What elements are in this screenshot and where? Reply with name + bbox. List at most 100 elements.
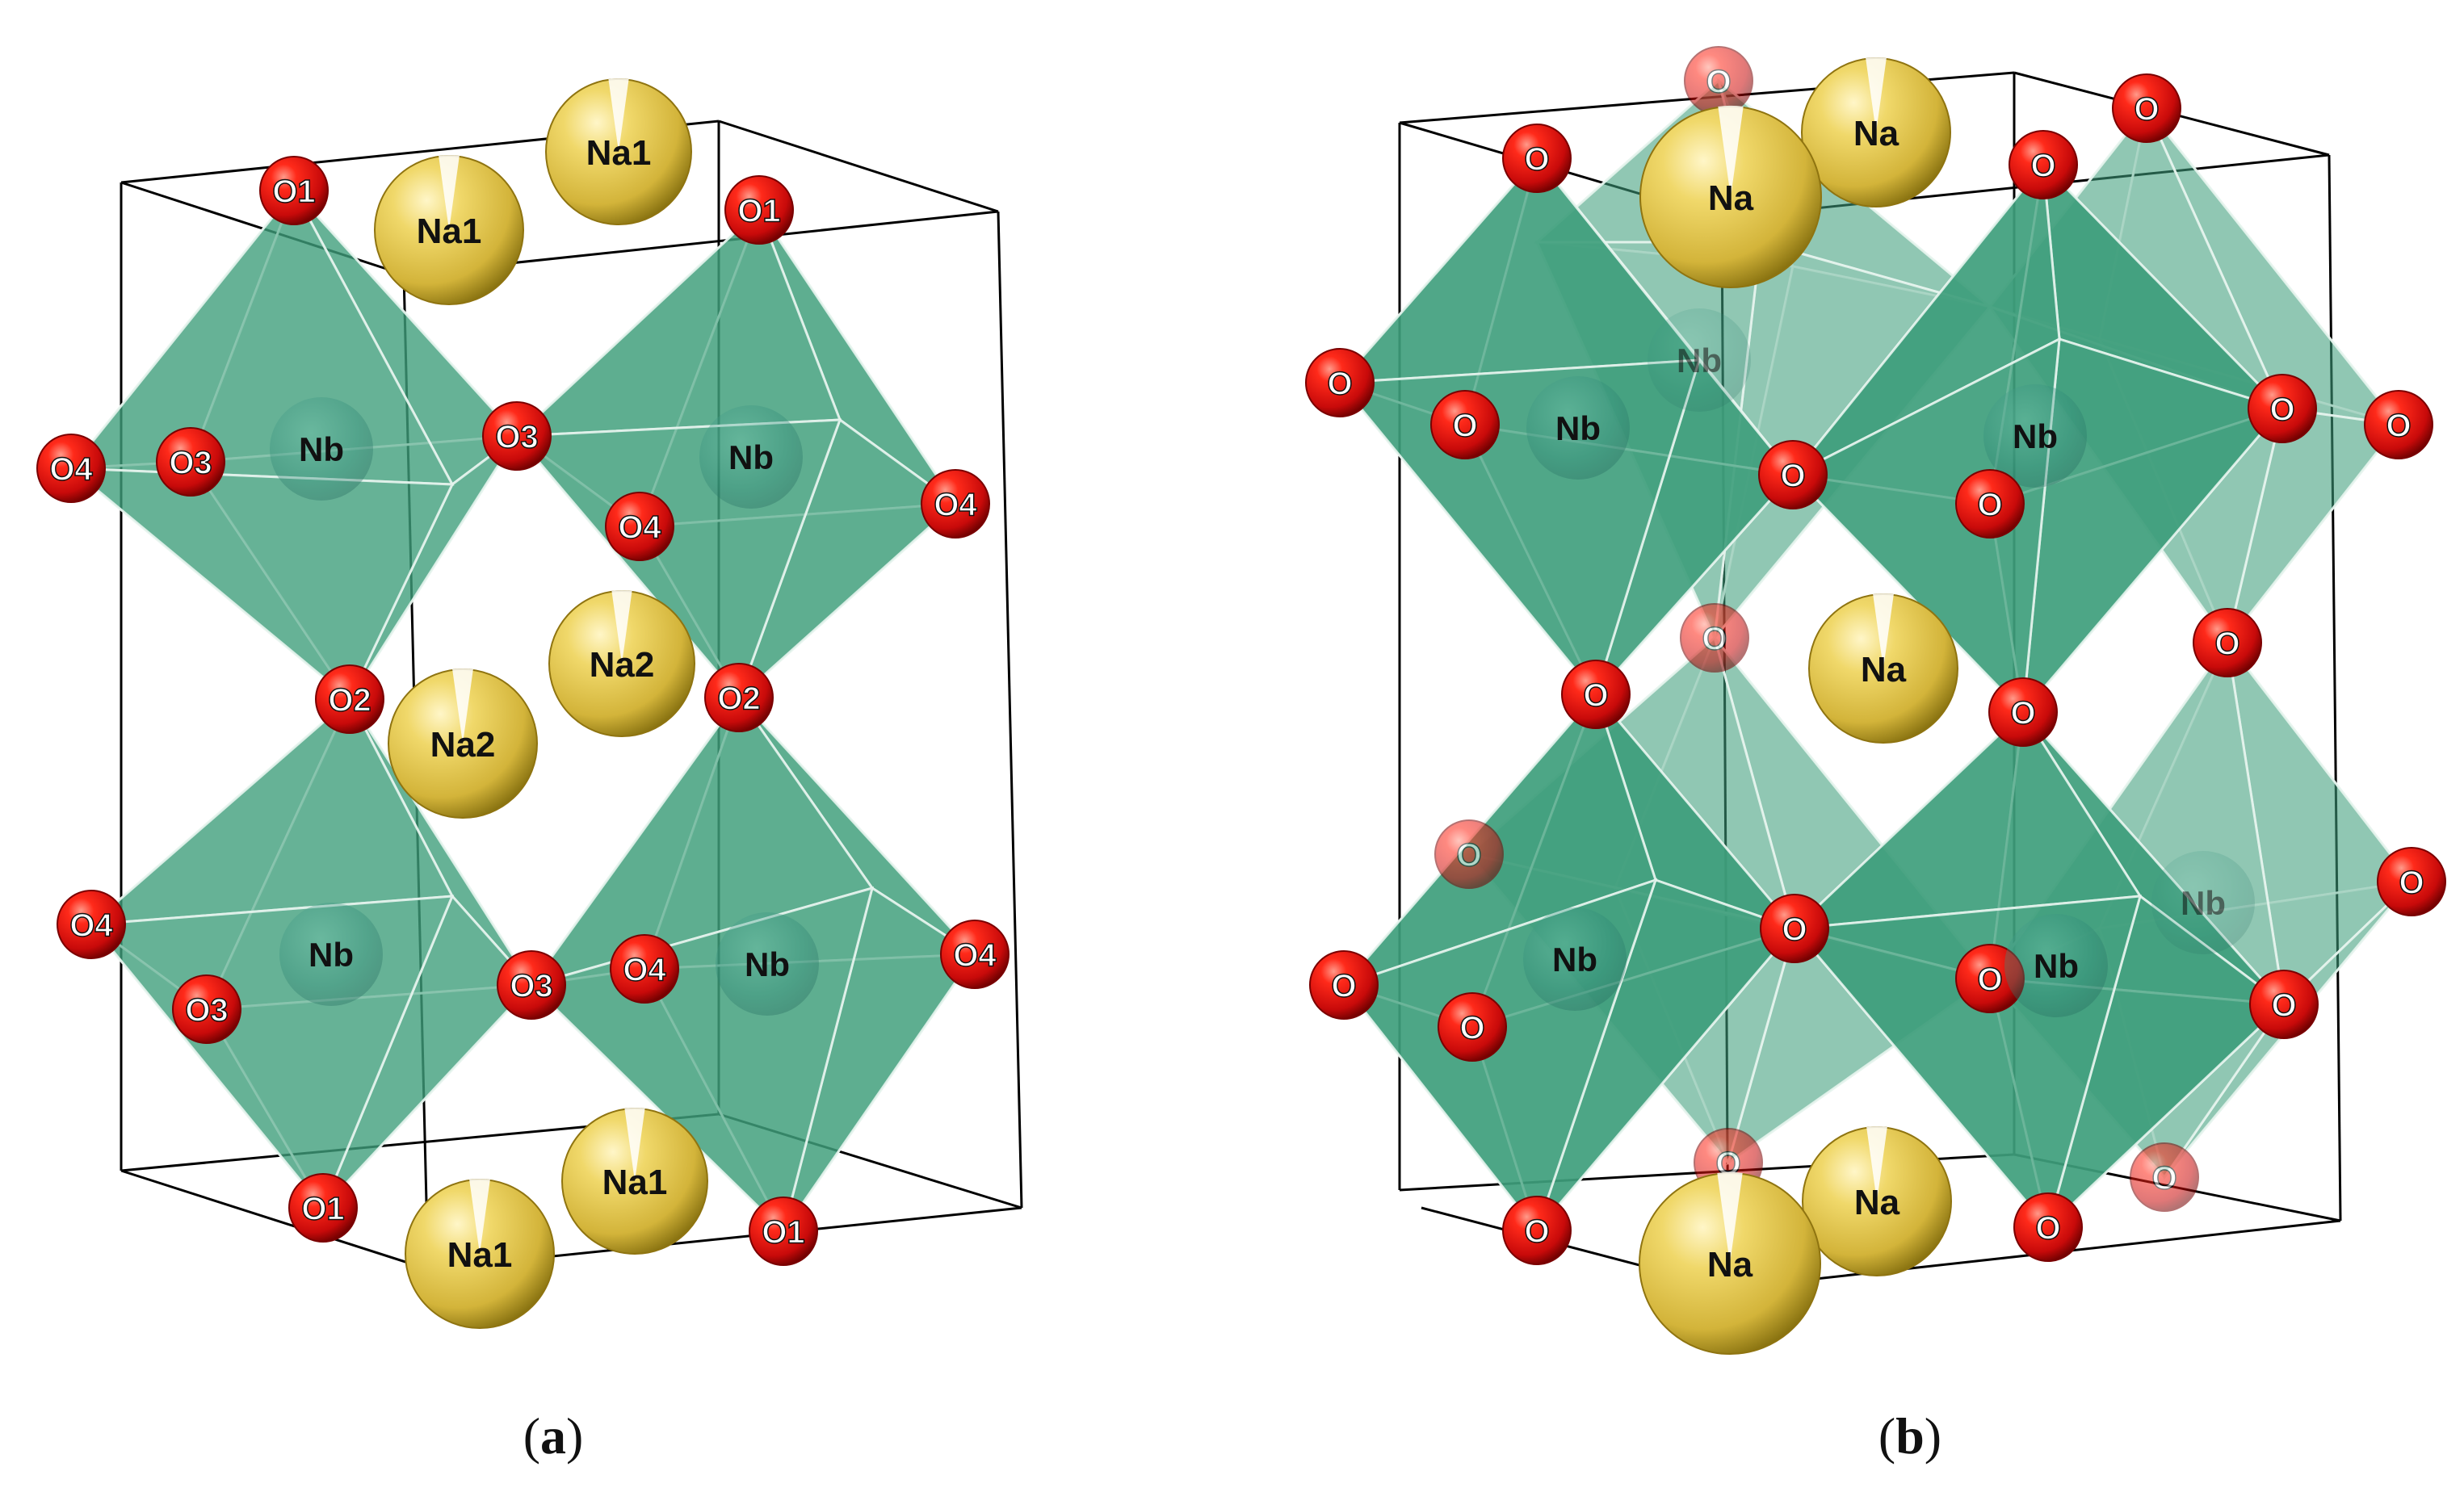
atom-b-na-top-back: Na: [1801, 57, 1951, 207]
atom-label: O: [2269, 392, 2294, 427]
atom-label: O: [1524, 1213, 1549, 1249]
atom-label: O: [1706, 64, 1731, 99]
atom-label: Nb: [299, 430, 344, 468]
atom-label: O: [1583, 677, 1608, 713]
sodium-highlight-wedge: [1866, 1126, 1887, 1201]
atom-a-o3-left-lower: O3: [172, 974, 241, 1044]
atom-b-o-bottom-right: O: [2013, 1192, 2083, 1262]
atom-b-nb-right-upper: Nb: [1983, 384, 2087, 488]
oxygen-sphere: [1680, 603, 1749, 673]
atom-label: O: [1780, 458, 1805, 493]
octahedron-left-lower: [87, 696, 535, 1210]
atom-a-na2-back: Na2: [548, 590, 695, 737]
oxygen-sphere: [2130, 1142, 2199, 1212]
atom-a-o4-left-lower: O4: [57, 890, 126, 959]
atom-b-o-left-upper: O: [1430, 390, 1500, 459]
atom-b-nb-left-lower: Nb: [1523, 907, 1627, 1011]
atom-label: Na: [1854, 1183, 1900, 1222]
caption-open-paren: (: [1878, 1407, 1895, 1465]
oxygen-sphere: [724, 175, 794, 245]
oxygen-sphere: [172, 974, 241, 1044]
atom-a-na1-bottom-front: Na1: [405, 1179, 555, 1329]
atom-b-o-center-upper: O: [1758, 440, 1828, 509]
atom-label: O: [1702, 621, 1727, 656]
atom-label: Nb: [1555, 409, 1601, 447]
atom-a-o1-bottom-left: O1: [288, 1173, 358, 1243]
atom-label: Nb: [1677, 342, 1722, 379]
atom-a-o4-left-upper: O4: [36, 434, 106, 503]
oxygen-sphere: [315, 664, 384, 734]
atom-label: Na2: [430, 725, 496, 765]
atom-a-o2-right: O2: [704, 663, 774, 732]
atom-a-o3-mid-upper: O3: [482, 401, 552, 471]
sodium-highlight-wedge: [624, 1108, 645, 1181]
atom-b-o-top-left: O: [1502, 124, 1572, 193]
oxygen-sphere: [921, 469, 990, 539]
octahedron-left-upper-face-bottom-3: [1337, 358, 1702, 698]
atom-label: O: [2035, 1210, 2060, 1246]
atom-a-o3-left-upper: O3: [156, 427, 225, 497]
atom-label: O: [2151, 1160, 2176, 1196]
oxygen-sphere: [2013, 1192, 2083, 1262]
atom-b-o-right-lower: O: [2249, 970, 2319, 1039]
atom-label: O: [2386, 408, 2411, 443]
nbo6-octahedra: [1336, 77, 2415, 1234]
octahedron-left-upper-face-bottom-3: [67, 467, 455, 702]
oxygen-sphere: [1758, 440, 1828, 509]
atom-a-o3-mid-lower: O3: [497, 950, 566, 1020]
atom-label: O1: [272, 174, 315, 209]
atom-label: O: [2271, 987, 2296, 1023]
atom-b-o-left-back-lower: O: [1434, 819, 1504, 889]
oxygen-sphere: [497, 950, 566, 1020]
atom-b-o-left-front-lower: O: [1438, 992, 1507, 1062]
atom-b-nb-back-upper: Nb: [1648, 308, 1751, 412]
octahedron-right-upper: [513, 207, 959, 700]
atom-b-o-center-right-upper: O: [1955, 469, 2025, 539]
cell-edge: [997, 211, 1023, 1209]
oxygen-sphere: [2249, 970, 2319, 1039]
atom-a-nb-left-lower: Nb: [279, 903, 383, 1006]
atom-b-o-far-right-upper: O: [2364, 390, 2433, 459]
atom-a-o1-top-left: O1: [259, 156, 329, 225]
niobium-sphere: [1983, 384, 2087, 488]
atom-label: O: [1452, 408, 1477, 443]
oxygen-sphere: [1988, 677, 2058, 747]
octahedron-right-upper-face-top-3: [513, 207, 842, 438]
atom-b-o-mid-back-left: O: [1680, 603, 1749, 673]
atom-label: O: [1977, 487, 2002, 522]
oxygen-sphere: [940, 920, 1010, 989]
oxygen-sphere: [610, 934, 679, 1004]
atom-a-nb-right-upper: Nb: [699, 405, 803, 509]
niobium-sphere: [270, 397, 373, 501]
oxygen-sphere: [1438, 992, 1507, 1062]
oxygen-sphere: [704, 663, 774, 732]
atom-label: O1: [301, 1191, 344, 1226]
atom-a-na1-bottom-back: Na1: [561, 1108, 708, 1255]
atom-a-nb-left-upper: Nb: [270, 397, 373, 501]
atom-label: O: [1327, 366, 1352, 401]
atom-b-na-bottom-back: Na: [1802, 1126, 1952, 1276]
atom-b-o-bottom-back-right: O: [2130, 1142, 2199, 1212]
caption-close-paren: ): [1925, 1407, 1941, 1465]
sodium-highlight-wedge: [611, 590, 632, 664]
niobium-sphere: [2151, 851, 2255, 954]
atom-b-o-left-lower: O: [1309, 950, 1379, 1020]
oxygen-sphere: [2364, 390, 2433, 459]
atom-label: Nb: [1552, 941, 1597, 979]
sodium-highlight-wedge: [439, 155, 460, 230]
atom-b-o-left-back-upper: O: [1305, 348, 1375, 417]
sodium-highlight-wedge: [608, 78, 629, 152]
atom-a-o2-left: O2: [315, 664, 384, 734]
atom-label: O2: [717, 681, 760, 716]
atom-label: O4: [953, 937, 997, 973]
atom-label: Na1: [586, 133, 652, 173]
atom-a-o4-mid-upper: O4: [605, 492, 674, 561]
oxygen-sphere: [2193, 608, 2262, 677]
atom-a-na1-top-back: Na1: [545, 78, 692, 225]
atom-a-o1-bottom-right: O1: [749, 1197, 818, 1266]
panel-caption-a: (a): [523, 1407, 584, 1465]
atom-b-o-top-far-right: O: [2112, 73, 2181, 143]
atom-a-o1-top-right: O1: [724, 175, 794, 245]
